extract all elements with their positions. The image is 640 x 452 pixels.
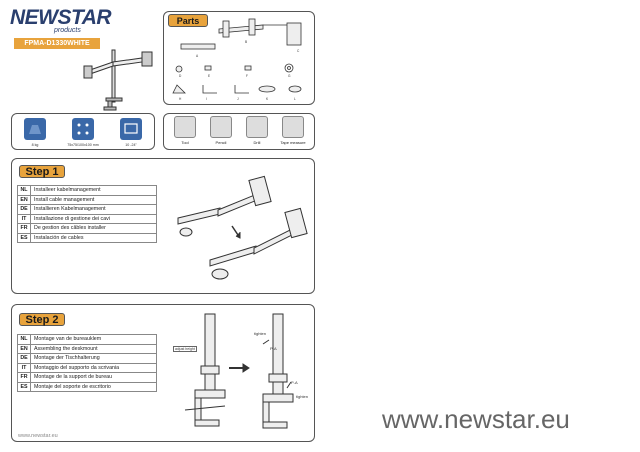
step1-title: Step 1	[25, 166, 59, 178]
spec-weight-label: 8 kg	[31, 143, 39, 147]
step2-title: Step 2	[25, 314, 59, 326]
part-label-e: E	[208, 74, 211, 78]
part-label-d: D	[179, 74, 182, 78]
step2-illustration	[184, 313, 294, 429]
tool-drill-label: Drill	[253, 140, 261, 145]
adjust-height-label: adjust height	[173, 346, 197, 352]
brand-logo: NEWSTAR products	[10, 6, 120, 36]
tool-pencil-label: Pencil	[215, 140, 227, 145]
part-label-b: B	[245, 40, 248, 44]
step2-tab: Step 2	[19, 313, 65, 326]
tighten-top-label: tighten	[254, 331, 267, 336]
pa-top-label: P-A	[270, 346, 277, 351]
spec-vesa-label: 75x75/100x100 mm	[67, 143, 99, 147]
parts-tab: Parts	[168, 14, 208, 27]
tool-tape-measure: Tape measure	[280, 116, 306, 145]
brand-name: NEWSTAR	[10, 6, 112, 29]
specs-panel: 8 kg 75x75/100x100 mm 10 -24"	[11, 113, 155, 150]
pencil-icon	[210, 116, 232, 138]
model-badge: FPMA-D1330WHITE	[14, 38, 100, 49]
tool-screwdriver-label: Tool	[181, 140, 189, 145]
part-label-k: K	[266, 97, 269, 101]
brand-tagline: products	[54, 27, 81, 34]
part-label-l: L	[294, 97, 296, 101]
spec-weight: 8 kg	[18, 118, 52, 147]
parts-drawings	[172, 18, 302, 94]
screen-size-icon	[120, 118, 142, 140]
spec-row: 8 kg 75x75/100x100 mm 10 -24"	[18, 118, 148, 147]
part-label-i: I	[206, 97, 207, 101]
tool-tape-measure-label: Tape measure	[280, 140, 306, 145]
part-label-h: H	[179, 97, 182, 101]
part-label-j: J	[237, 97, 239, 101]
parts-title: Parts	[176, 16, 200, 26]
tool-drill: Drill	[244, 116, 270, 145]
drill-icon	[246, 116, 268, 138]
part-label-g: G	[288, 74, 291, 78]
spec-screen: 10 -24"	[114, 118, 148, 147]
step1-tab: Step 1	[19, 165, 65, 178]
tighten-bottom-label: tighten	[296, 394, 309, 399]
part-label-c: C	[297, 49, 300, 53]
footer-large-url: www.newstar.eu	[382, 404, 570, 434]
screwdriver-icon	[174, 116, 196, 138]
tool-screwdriver: Tool	[172, 116, 198, 145]
pa-bottom-label: P-A	[291, 380, 298, 385]
footer-small-url: www.newstar.eu	[18, 433, 58, 439]
step1-illustration	[177, 175, 308, 280]
vesa-icon	[72, 118, 94, 140]
weight-icon	[24, 118, 46, 140]
product-illustration	[83, 49, 153, 111]
spec-screen-label: 10 -24"	[125, 143, 137, 147]
tape-measure-icon	[282, 116, 304, 138]
tool-pencil: Pencil	[208, 116, 234, 145]
part-label-a: A	[196, 54, 199, 58]
part-label-f: F	[246, 74, 248, 78]
spec-vesa: 75x75/100x100 mm	[66, 118, 100, 147]
